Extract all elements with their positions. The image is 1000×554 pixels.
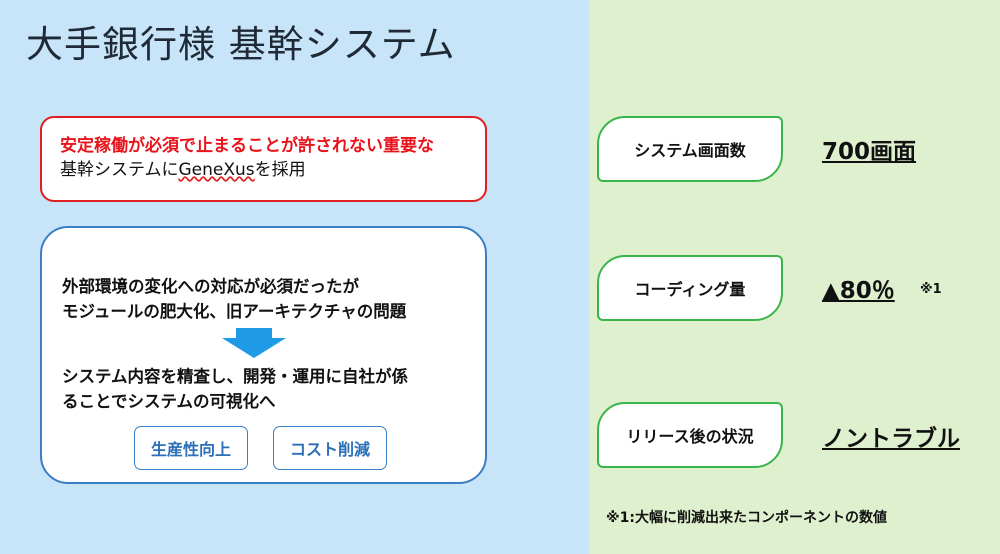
problem-line2: モジュールの肥大化、旧アーキテクチャの問題: [62, 302, 407, 321]
footnote-mark: ※1: [920, 282, 942, 297]
key-point-suffix: を採用: [254, 160, 306, 180]
problem-text: 外部環境の変化への対応が必須だったが モジュールの肥大化、旧アーキテクチャの問題: [62, 274, 406, 324]
down-arrow-icon: [222, 328, 286, 358]
metric-value-release: ノントラブル: [822, 426, 960, 452]
solution-text: システム内容を精査し、開発・運用に自社が係 ることでシステムの可視化へ: [62, 364, 408, 414]
productivity-badge: 生産性向上: [134, 426, 248, 470]
problem-line1: 外部環境の変化への対応が必須だったが: [62, 277, 359, 296]
metric-label-coding: コーディング量: [597, 255, 783, 321]
cost-reduction-badge: コスト削減: [273, 426, 387, 470]
key-point-box: 安定稼働が必須で止まることが許されない重要な 基幹システムにGeneXusを採用: [40, 116, 487, 202]
metric-value-screens: 700画面: [822, 139, 917, 165]
metric-label-release: リリース後の状況: [597, 402, 783, 468]
key-point-line2: 基幹システムにGeneXusを採用: [60, 158, 469, 182]
metric-label-screens: システム画面数: [597, 116, 783, 182]
footnote: ※1:大幅に削減出来たコンポーネントの数値: [606, 510, 887, 526]
product-name: GeneXus: [178, 160, 255, 180]
solution-line1: システム内容を精査し、開発・運用に自社が係: [62, 367, 409, 386]
key-point-line1: 安定稼働が必須で止まることが許されない重要な: [60, 136, 434, 156]
background-box: 外部環境の変化への対応が必須だったが モジュールの肥大化、旧アーキテクチャの問題…: [40, 226, 487, 484]
solution-line2: ることでシステムの可視化へ: [62, 392, 276, 411]
key-point-prefix: 基幹システムに: [60, 160, 179, 180]
page-title: 大手銀行様 基幹システム: [26, 23, 456, 66]
metric-value-coding: ▲80％: [822, 278, 895, 304]
